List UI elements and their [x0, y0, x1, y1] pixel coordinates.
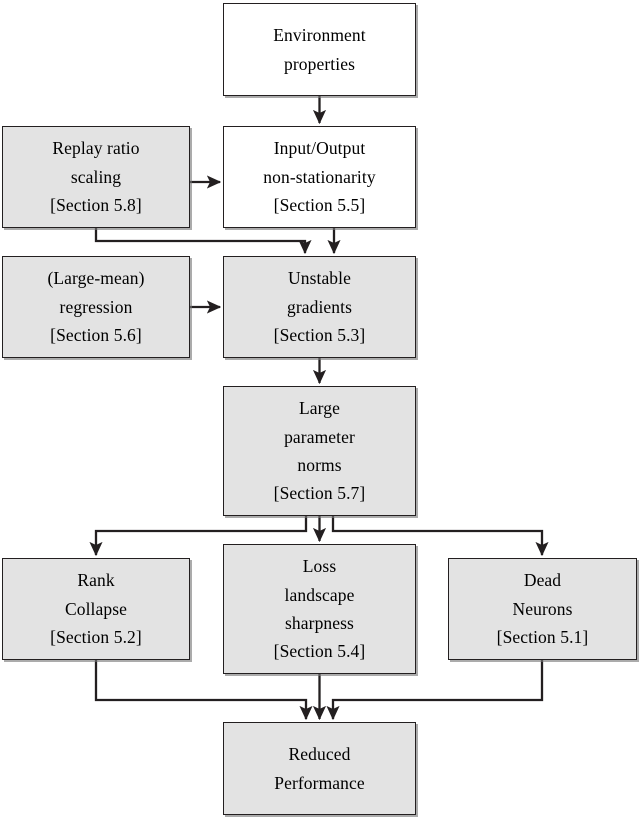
node-text-line: properties [284, 53, 355, 74]
node-text-line: Rank [77, 570, 115, 591]
node-unstable-gradients[interactable]: Unstable gradients [Section 5.3] [223, 256, 416, 358]
node-text-line: norms [297, 455, 342, 475]
node-text-line: sharpness [285, 613, 354, 633]
node-text-line: landscape [284, 584, 355, 605]
node-text-line: gradients [286, 296, 353, 317]
node-text-line: [Section 5.7] [273, 483, 366, 504]
node-text-line: Replay ratio [52, 138, 140, 159]
node-text-line: regression [59, 296, 133, 317]
node-text-line: (Large-mean) [47, 268, 145, 289]
node-text-line: Reduced [288, 744, 351, 765]
node-text-line: [Section 5.1] [496, 627, 589, 648]
node-environment-properties[interactable]: Environment properties [223, 3, 416, 96]
node-text-line: Environment [273, 25, 366, 46]
node-replay-ratio-scaling[interactable]: Replay ratio scaling [Section 5.8] [2, 126, 190, 228]
node-large-parameter-norms[interactable]: Large parameter norms [Section 5.7] [223, 386, 416, 516]
node-text-line: [Section 5.5] [273, 195, 366, 216]
node-text-line: [Section 5.2] [50, 627, 142, 648]
node-text-line: Performance [274, 772, 365, 793]
edge-replay-to-unstable [94, 228, 312, 255]
node-text-line: [Section 5.3] [273, 325, 366, 346]
node-text-line: Dead [523, 570, 562, 591]
node-text-line: [Section 5.8] [50, 195, 142, 216]
node-text-line: Input/Output [273, 138, 366, 159]
node-text-line: Large [299, 398, 340, 419]
node-text-line: Collapse [64, 598, 128, 619]
node-text-line: [Section 5.4] [273, 641, 366, 662]
node-text-line: Unstable [287, 268, 351, 289]
node-text-line: Neurons [512, 598, 573, 619]
node-text-line: parameter [284, 426, 355, 447]
node-text-line: [Section 5.6] [50, 325, 142, 346]
node-text-line: scaling [70, 166, 122, 187]
node-large-mean-regression[interactable]: (Large-mean) regression [Section 5.6] [2, 256, 190, 358]
node-text-line: non-stationarity [263, 166, 376, 187]
node-input-output-non-stationarity[interactable]: Input/Output non-stationarity [Section 5.5… [223, 126, 416, 228]
node-loss-landscape-sharpness[interactable]: Loss landscape sharpness [Section 5.4] [223, 544, 416, 674]
node-text-line: Loss [302, 556, 337, 577]
